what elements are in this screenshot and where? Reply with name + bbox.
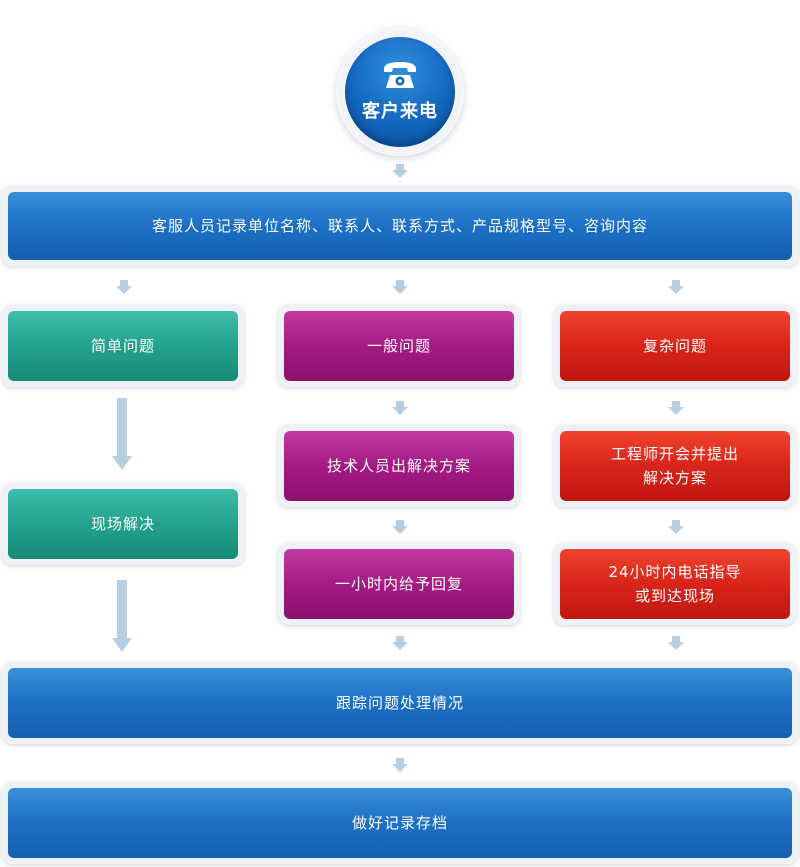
one-hour-reply-box: 一小时内给予回复 — [284, 549, 514, 619]
start-circle: 客户来电 — [345, 37, 455, 147]
arrow-down-icon — [116, 280, 132, 294]
arrow-down-icon — [392, 636, 408, 650]
tech-solution-box: 技术人员出解决方案 — [284, 431, 514, 501]
track-step: 跟踪问题处理情况 — [2, 662, 798, 744]
record-step-box: 客服人员记录单位名称、联系人、联系方式、产品规格型号、咨询内容 — [8, 192, 792, 260]
engineer-meeting: 工程师开会并提出 解决方案 — [554, 425, 796, 507]
track-step-box: 跟踪问题处理情况 — [8, 668, 792, 738]
arrow-down-icon — [392, 758, 408, 772]
arrow-down-icon — [668, 520, 684, 534]
onsite-resolve: 现场解决 — [2, 483, 244, 565]
simple-problem-box: 简单问题 — [8, 311, 238, 381]
arrow-down-icon — [392, 520, 408, 534]
onsite-resolve-box: 现场解决 — [8, 489, 238, 559]
simple-problem: 简单问题 — [2, 305, 244, 387]
complex-problem: 复杂问题 — [554, 305, 796, 387]
record-step: 客服人员记录单位名称、联系人、联系方式、产品规格型号、咨询内容 — [2, 186, 798, 266]
arrow-down-icon — [392, 280, 408, 294]
arrow-down-icon — [668, 280, 684, 294]
archive-step: 做好记录存档 — [2, 782, 798, 864]
arrow-down-icon — [112, 580, 132, 652]
arrow-down-icon — [392, 401, 408, 415]
arrow-down-icon — [668, 401, 684, 415]
complex-problem-box: 复杂问题 — [560, 311, 790, 381]
arrow-down-icon — [112, 398, 132, 470]
phone-guidance-box: 24小时内电话指导 或到达现场 — [560, 549, 790, 619]
tech-solution: 技术人员出解决方案 — [278, 425, 520, 507]
engineer-meeting-box: 工程师开会并提出 解决方案 — [560, 431, 790, 501]
telephone-icon — [384, 62, 416, 88]
one-hour-reply: 一小时内给予回复 — [278, 543, 520, 625]
arrow-down-icon — [668, 636, 684, 650]
arrow-down-icon — [392, 164, 408, 178]
general-problem: 一般问题 — [278, 305, 520, 387]
general-problem-box: 一般问题 — [284, 311, 514, 381]
start-label: 客户来电 — [362, 101, 438, 122]
start-node: 客户来电 — [336, 28, 464, 156]
phone-guidance: 24小时内电话指导 或到达现场 — [554, 543, 796, 625]
archive-step-box: 做好记录存档 — [8, 788, 792, 858]
